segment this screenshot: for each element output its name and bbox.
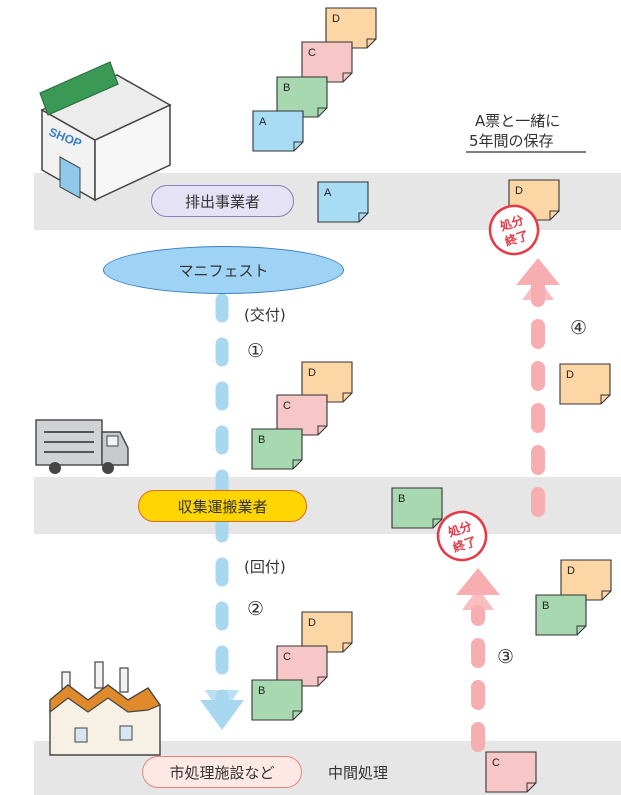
slip-letter: B bbox=[258, 685, 265, 697]
forward-label: (回付) bbox=[244, 558, 286, 576]
manifest-slip-d: D bbox=[325, 7, 377, 49]
stamp-text-bottom-line2: 終了 bbox=[451, 533, 478, 555]
stamp-text-top-line2: 終了 bbox=[503, 227, 530, 249]
step-4-number: ④ bbox=[570, 317, 588, 339]
slips-layer: D C B A A D D C B B D D C B D B C bbox=[251, 7, 612, 793]
manifest-slip-b: B bbox=[251, 428, 303, 470]
manifest-slip-b: B bbox=[276, 76, 328, 118]
storage-note-line1: A票と一緒に bbox=[475, 112, 561, 130]
collector-band bbox=[34, 477, 621, 534]
step-1-number: ① bbox=[247, 340, 265, 362]
manifest-slip-c: C bbox=[485, 751, 537, 793]
manifest-ellipse: マニフェスト bbox=[103, 246, 344, 294]
manifest-slip-d: D bbox=[301, 611, 353, 653]
shop-building-icon: SHOP bbox=[39, 61, 172, 202]
collector-pill: 収集運搬業者 bbox=[138, 490, 307, 522]
manifest-slip-a: A bbox=[317, 181, 369, 223]
step-2-number: ② bbox=[247, 598, 265, 620]
slip-letter: B bbox=[258, 434, 265, 446]
completion-stamp-bottom: 処分 終了 bbox=[436, 510, 488, 562]
manifest-slip-a: A bbox=[252, 110, 304, 152]
stamp-text-bottom-line1: 処分 bbox=[445, 518, 473, 540]
stamp-text-top-line1: 処分 bbox=[497, 212, 525, 234]
manifest-slip-c: C bbox=[276, 394, 328, 436]
slip-letter: D bbox=[332, 13, 340, 25]
manifest-slip-c: C bbox=[276, 645, 328, 687]
facility-pill: 市処理施設など bbox=[142, 756, 302, 788]
issue-flow-arrow bbox=[200, 293, 244, 730]
truck-icon bbox=[35, 419, 129, 474]
slip-letter: C bbox=[283, 400, 291, 412]
collector-label: 収集運搬業者 bbox=[177, 497, 268, 516]
manifest-slip-b: B bbox=[535, 594, 587, 636]
manifest-slip-d: D bbox=[560, 559, 612, 601]
factory-icon bbox=[49, 661, 161, 756]
slip-letter: D bbox=[566, 369, 574, 381]
slip-letter: A bbox=[324, 187, 332, 199]
slip-letter: D bbox=[515, 185, 523, 197]
slip-letter: D bbox=[567, 565, 575, 577]
slip-letter: D bbox=[308, 617, 316, 629]
return-flow-arrow-3 bbox=[456, 568, 500, 752]
manifest-slip-b: B bbox=[251, 679, 303, 721]
slip-letter: B bbox=[283, 82, 290, 94]
manifest-label: マニフェスト bbox=[178, 261, 269, 280]
generator-label: 排出事業者 bbox=[184, 192, 260, 211]
manifest-slip-c: C bbox=[301, 41, 353, 83]
slip-letter: D bbox=[308, 367, 316, 379]
step-3-number: ③ bbox=[497, 646, 515, 668]
issue-label: (交付) bbox=[244, 306, 286, 324]
generator-pill: 排出事業者 bbox=[151, 185, 294, 217]
slip-letter: C bbox=[308, 47, 316, 59]
intermediate-treatment-label: 中間処理 bbox=[328, 764, 389, 782]
slip-letter: A bbox=[259, 116, 267, 128]
completion-stamp-top: 処分 終了 bbox=[488, 204, 540, 256]
slip-letter: C bbox=[492, 757, 500, 769]
facility-label: 市処理施設など bbox=[169, 763, 275, 782]
slip-letter: B bbox=[542, 600, 549, 612]
return-flow-arrow-4 bbox=[516, 258, 560, 517]
manifest-slip-b: B bbox=[391, 487, 443, 529]
manifest-slip-d: D bbox=[559, 363, 611, 405]
storage-note-line2: 5年間の保存 bbox=[469, 132, 554, 150]
slip-letter: B bbox=[398, 493, 405, 505]
slip-letter: C bbox=[283, 651, 291, 663]
